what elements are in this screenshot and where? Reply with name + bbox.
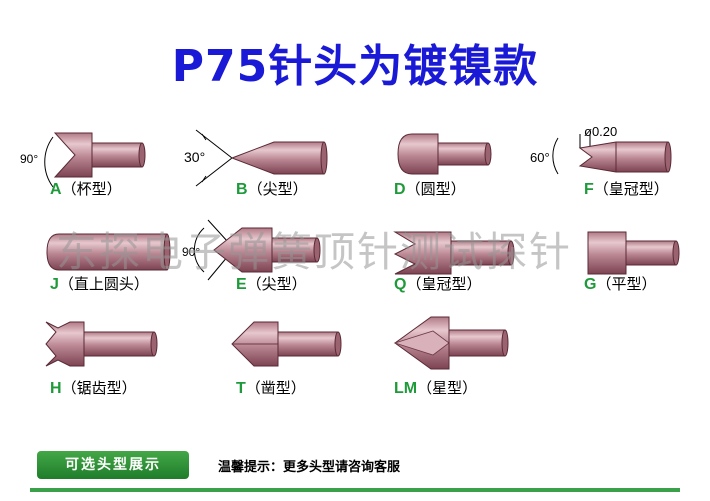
tip-label-e: E（尖型）: [236, 275, 307, 293]
tip-f: ø0.20 60°: [530, 120, 680, 195]
pointed-tip-90-icon: 90°: [182, 219, 321, 281]
svg-text:ø0.20: ø0.20: [584, 124, 617, 139]
svg-text:90°: 90°: [182, 245, 200, 259]
tip-label-t: T（凿型）: [236, 379, 306, 397]
pointed-tip-icon: 30°: [184, 129, 328, 187]
svg-text:30°: 30°: [184, 149, 205, 165]
tip-label-f: F（皇冠型）: [584, 180, 669, 198]
footer-badge: 可选头型展示: [37, 451, 189, 479]
svg-text:90°: 90°: [20, 152, 38, 166]
svg-text:60°: 60°: [530, 150, 550, 165]
serrated-tip-icon: [45, 321, 158, 367]
tip-label-j: J（直上圆头）: [50, 275, 149, 293]
tip-t: [228, 318, 348, 373]
crown-tip-q-icon: [393, 231, 515, 275]
tip-q: [393, 228, 523, 283]
page-title: P75针头为镀镍款: [171, 41, 539, 92]
bottom-divider: [30, 488, 680, 492]
tip-d: [396, 130, 496, 190]
tip-label-q: Q（皇冠型）: [394, 275, 482, 293]
tip-label-lm: LM（星型）: [394, 379, 478, 397]
cup-tip-icon: 90°: [20, 132, 146, 188]
tip-label-b: B（尖型）: [236, 180, 308, 198]
tip-label-g: G（平型）: [584, 275, 657, 293]
crown-tip-icon: ø0.20 60°: [530, 124, 672, 175]
tip-e: 90°: [180, 218, 325, 283]
tip-lm: [393, 313, 513, 373]
tip-b: 30°: [182, 120, 332, 195]
tip-h: [44, 318, 164, 373]
round-tip-icon: [397, 133, 492, 175]
flat-tip-icon: [587, 231, 680, 275]
tip-j: [45, 230, 175, 280]
straight-round-tip-icon: [46, 233, 171, 271]
footer-note: 温馨提示：更多头型请咨询客服: [218, 460, 401, 475]
tip-label-d: D（圆型）: [394, 180, 466, 198]
tip-label-h: H（锯齿型）: [50, 379, 137, 397]
star-tip-icon: [393, 316, 509, 370]
tip-a: 90°: [20, 125, 150, 195]
chisel-tip-icon: [231, 321, 342, 367]
tip-label-a: A（杯型）: [50, 180, 122, 198]
tip-g: [586, 228, 686, 283]
